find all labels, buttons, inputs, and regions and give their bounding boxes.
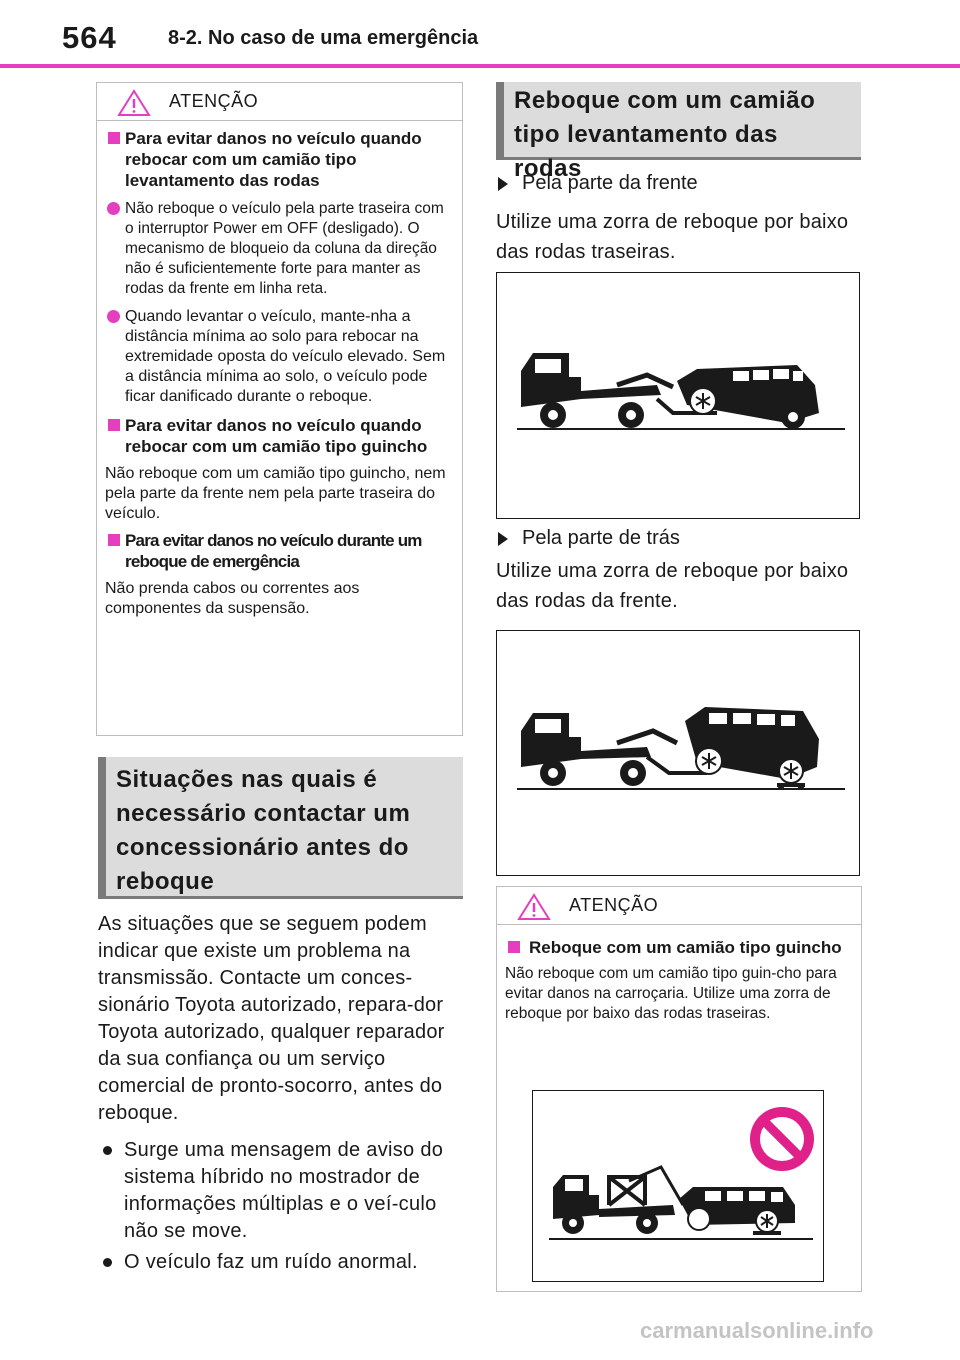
warning-text: Não prenda cabos ou correntes aos compon… — [105, 580, 360, 617]
warning-box-left: ATENÇÃO Para evitar danos no veículo qua… — [96, 82, 463, 736]
situations-bullet: Surge uma mensagem de aviso do sistema h… — [98, 1137, 466, 1245]
front-label: Pela parte da frente — [494, 170, 854, 197]
warning-triangle-icon — [117, 89, 151, 116]
tow-rear-illustration — [517, 707, 845, 790]
warning-item-heading: Para evitar danos no veículo quando rebo… — [105, 415, 454, 457]
figure-rear-tow — [496, 630, 860, 876]
warning-text: Não reboque com um camião tipo guin-cho … — [505, 965, 837, 1022]
section-heading-wheel-lift: Reboque com um camião tipo levantamento … — [496, 82, 861, 182]
figure-hook-tow — [532, 1090, 824, 1282]
situations-intro: As situações que se seguem podem indicar… — [98, 913, 445, 1124]
section-heading-situations: Situações nas quais é necessário contact… — [98, 757, 463, 899]
footer-watermark: carmanualsonline.info — [640, 1318, 874, 1343]
situations-bullet: O veículo faz um ruído anormal. — [98, 1249, 466, 1276]
warning-item-heading: Para evitar danos no veículo durante um … — [105, 530, 454, 572]
front-text: Utilize uma zorra de reboque por baixo d… — [496, 211, 849, 263]
figure-front-tow — [496, 272, 860, 519]
section-title: 8-2. No caso de uma emergência — [168, 27, 479, 49]
warning-item-heading: Para evitar danos no veículo quando rebo… — [105, 128, 454, 191]
header-divider — [0, 64, 960, 68]
warning-header: ATENÇÃO — [497, 887, 861, 925]
warning-point: Quando levantar o veículo, mante-nha a d… — [105, 307, 454, 407]
page-number: 564 — [62, 20, 117, 55]
warning-title: ATENÇÃO — [169, 91, 259, 111]
warning-triangle-icon — [517, 893, 551, 920]
warning-item-heading: Reboque com um camião tipo guincho — [505, 937, 853, 958]
rear-label: Pela parte de trás — [494, 525, 854, 552]
tow-front-illustration — [517, 353, 845, 430]
warning-text: Não reboque com um camião tipo guincho, … — [105, 465, 446, 522]
hook-tow-illustration — [549, 1107, 814, 1240]
warning-title: ATENÇÃO — [569, 895, 659, 915]
warning-header: ATENÇÃO — [97, 83, 462, 121]
rear-text: Utilize uma zorra de reboque por baixo d… — [496, 560, 849, 612]
warning-point: Não reboque o veículo pela parte traseir… — [105, 199, 454, 299]
